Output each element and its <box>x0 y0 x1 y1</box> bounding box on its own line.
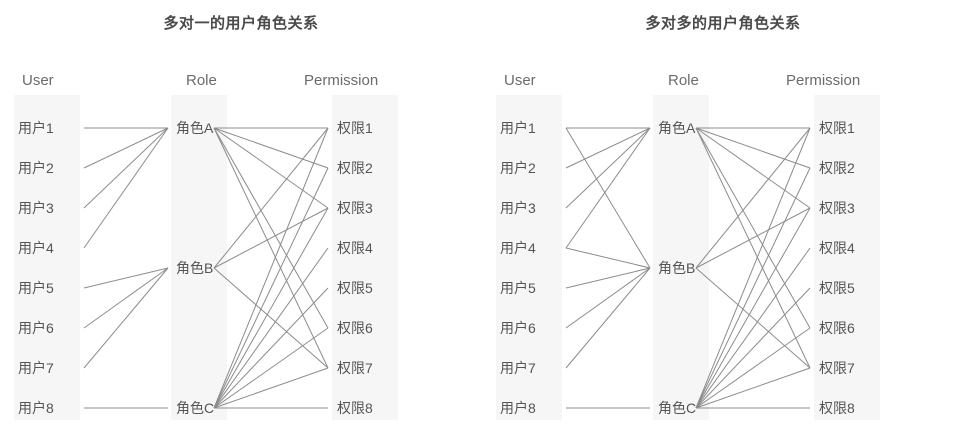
edge-role-permission <box>695 327 811 409</box>
column-band-role <box>653 95 709 420</box>
node-permission: 权限4 <box>337 240 373 256</box>
edge-user-role <box>565 267 651 369</box>
edge-role-permission <box>213 367 329 409</box>
edge-role-permission <box>695 127 811 329</box>
edge-role-permission <box>213 327 329 409</box>
edge-user-role <box>83 127 169 209</box>
edge-role-permission <box>695 167 811 409</box>
edge-role-permission <box>695 127 811 409</box>
node-permission: 权限8 <box>819 400 855 416</box>
diagram-title: 多对多的用户角色关系 <box>645 15 801 32</box>
edge-user-role <box>565 127 651 269</box>
edge-role-permission <box>695 127 811 369</box>
edge-role-permission <box>695 207 811 409</box>
edge-role-permission <box>695 127 811 209</box>
edge-user-role <box>565 127 651 209</box>
column-band-permission <box>814 95 880 420</box>
edge-role-permission <box>213 287 329 409</box>
node-user: 用户8 <box>18 400 54 416</box>
node-user: 用户5 <box>18 280 54 296</box>
edge-role-permission <box>695 367 811 409</box>
node-role: 角色A <box>658 120 696 136</box>
edge-user-role <box>83 127 169 249</box>
edge-role-permission <box>695 127 811 269</box>
node-user: 用户3 <box>500 200 536 216</box>
node-permission: 权限1 <box>337 120 373 136</box>
node-permission: 权限2 <box>337 160 373 176</box>
node-role: 角色B <box>658 260 696 276</box>
column-header-user: User <box>22 72 54 89</box>
column-band-user <box>14 95 80 420</box>
node-permission: 权限2 <box>819 160 855 176</box>
edge-role-permission <box>213 127 329 169</box>
node-user: 用户4 <box>500 240 536 256</box>
column-band-permission <box>332 95 398 420</box>
node-permission: 权限6 <box>819 320 855 336</box>
column-header-permission: Permission <box>786 72 861 89</box>
edge-layer <box>83 127 329 409</box>
edge-user-role <box>83 267 169 369</box>
edge-user-role <box>565 127 651 169</box>
node-user: 用户4 <box>18 240 54 256</box>
edge-role-permission <box>695 127 811 169</box>
node-permission: 权限3 <box>819 200 855 216</box>
edge-layer <box>565 127 811 409</box>
edge-role-permission <box>695 247 811 409</box>
column-band-role <box>171 95 227 420</box>
edge-user-role <box>83 127 169 169</box>
node-user: 用户5 <box>500 280 536 296</box>
node-user: 用户1 <box>500 120 536 136</box>
edge-role-permission <box>213 167 329 409</box>
node-user: 用户2 <box>18 160 54 176</box>
edge-role-permission <box>213 127 329 209</box>
diagram-panel-many-to-one: 多对一的用户角色关系 User Role Permission 用户1 用户2 用户3 用户4… <box>14 15 398 420</box>
node-user: 用户7 <box>500 360 536 376</box>
diagram-title: 多对一的用户角色关系 <box>163 15 319 32</box>
column-header-permission: Permission <box>304 72 379 89</box>
node-permission: 权限7 <box>819 360 855 376</box>
node-permission: 权限4 <box>819 240 855 256</box>
column-header-role: Role <box>668 72 699 89</box>
node-role: 角色C <box>176 400 215 416</box>
edge-user-role <box>565 267 651 329</box>
node-user: 用户2 <box>500 160 536 176</box>
edge-user-role <box>83 267 169 329</box>
edge-user-role <box>83 267 169 289</box>
edge-role-permission <box>695 287 811 409</box>
edge-role-permission <box>213 267 329 369</box>
node-user: 用户1 <box>18 120 54 136</box>
node-permission: 权限1 <box>819 120 855 136</box>
edge-role-permission <box>213 127 329 269</box>
node-role: 角色C <box>658 400 697 416</box>
node-user: 用户3 <box>18 200 54 216</box>
edge-user-role <box>565 247 651 269</box>
edge-role-permission <box>213 207 329 269</box>
node-user: 用户6 <box>18 320 54 336</box>
node-permission: 权限8 <box>337 400 373 416</box>
node-permission: 权限6 <box>337 320 373 336</box>
column-header-role: Role <box>186 72 217 89</box>
edge-role-permission <box>213 127 329 409</box>
edge-role-permission <box>213 127 329 369</box>
node-role: 角色B <box>176 260 214 276</box>
edge-role-permission <box>213 127 329 329</box>
node-permission: 权限5 <box>819 280 855 296</box>
edge-user-role <box>565 267 651 289</box>
edge-user-role <box>565 127 651 249</box>
edge-role-permission <box>695 267 811 369</box>
node-role: 角色A <box>176 120 214 136</box>
node-permission: 权限3 <box>337 200 373 216</box>
node-permission: 权限5 <box>337 280 373 296</box>
diagram-panel-many-to-many: 多对多的用户角色关系 User Role Permission 用户1 用户2 用户3 用户4… <box>482 0 964 433</box>
edge-role-permission <box>213 207 329 409</box>
column-band-user <box>496 95 562 420</box>
edge-role-permission <box>213 247 329 409</box>
node-user: 用户7 <box>18 360 54 376</box>
node-user: 用户8 <box>500 400 536 416</box>
column-header-user: User <box>504 72 536 89</box>
node-permission: 权限7 <box>337 360 373 376</box>
edge-role-permission <box>695 207 811 269</box>
node-user: 用户6 <box>500 320 536 336</box>
